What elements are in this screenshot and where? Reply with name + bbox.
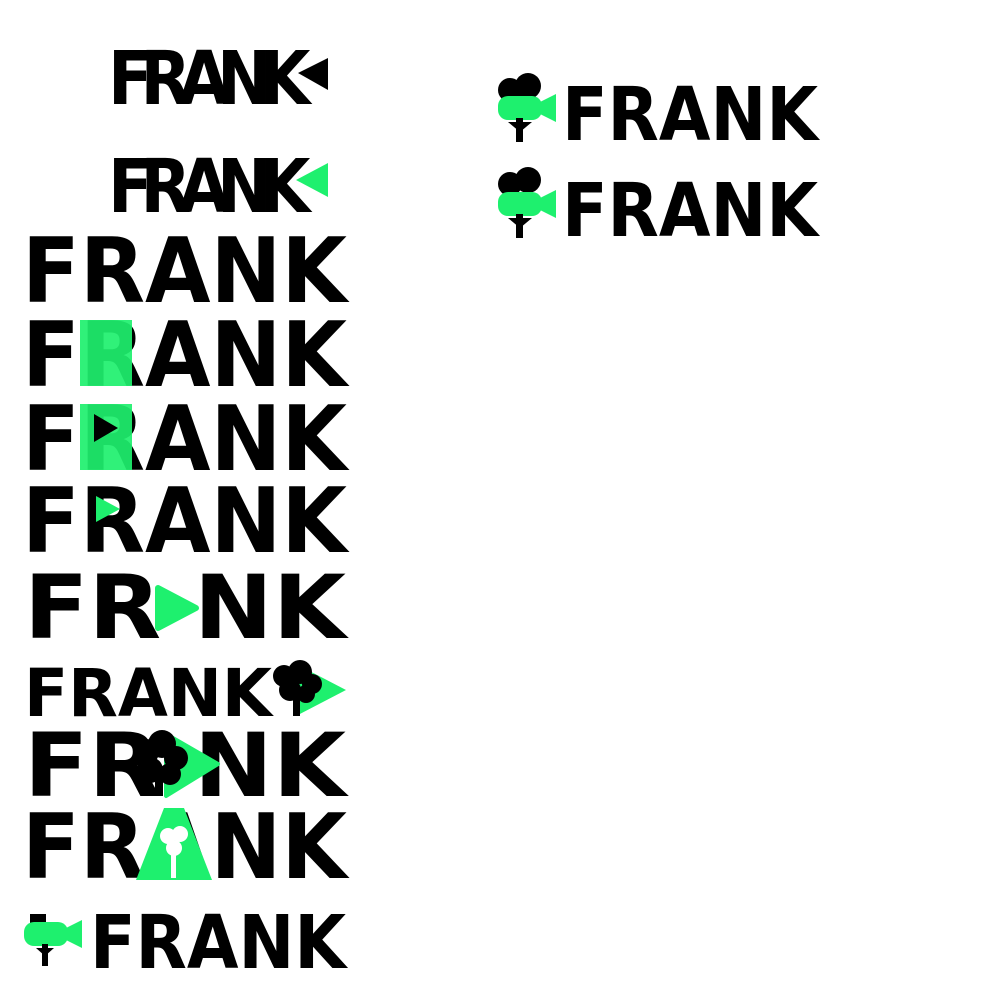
wordmark-text: FRANK xyxy=(90,900,348,986)
camera-tree-icon xyxy=(498,73,556,142)
green-r-overlay xyxy=(80,404,132,470)
logo-play-as-a: FR NK xyxy=(24,556,349,659)
logo-camera-tree-right-1: FRANK xyxy=(498,72,820,158)
play-icon xyxy=(298,58,328,90)
wordmark-text: FRANK xyxy=(24,655,275,732)
wordmark-text: FRANK xyxy=(22,219,350,324)
logo-green-a-tree: FRANK xyxy=(22,795,350,900)
play-icon xyxy=(96,496,120,522)
play-icon xyxy=(94,414,118,442)
logo-plain: FRANK xyxy=(22,219,350,324)
tree-icon xyxy=(133,730,188,796)
wordmark-text: FRANK xyxy=(108,36,313,122)
logo-green-r: FRANK xyxy=(22,303,350,408)
logo-stacked-arrow-green: FRANK xyxy=(108,144,328,230)
green-r-overlay xyxy=(80,320,132,386)
wordmark-text: FRANK xyxy=(562,168,820,254)
play-icon xyxy=(155,585,199,631)
logo-stacked-arrow-black: FRANK xyxy=(108,36,328,122)
wordmark-text: FRANK xyxy=(22,469,350,574)
logo-camera-tree: FRANK xyxy=(24,900,348,986)
play-icon xyxy=(296,163,328,197)
wordmark-text: FRANK xyxy=(562,72,820,158)
wordmark-text: FRANK xyxy=(22,303,350,408)
logo-camera-tree-right-2: FRANK xyxy=(498,167,820,254)
logo-green-r-play: FRANK xyxy=(22,387,350,492)
logo-tree-play-after: FRANK xyxy=(24,655,346,732)
tree-icon xyxy=(160,826,188,878)
camera-tree-icon xyxy=(498,167,556,238)
logo-play-in-r: FRANK xyxy=(22,469,350,574)
wordmark-text: FRANK xyxy=(22,387,350,492)
camera-tree-icon xyxy=(24,914,82,966)
logo-tree-play-as-a: FR NK xyxy=(24,714,349,817)
tree-icon xyxy=(273,660,322,716)
wordmark-text: FRANK xyxy=(108,144,313,230)
